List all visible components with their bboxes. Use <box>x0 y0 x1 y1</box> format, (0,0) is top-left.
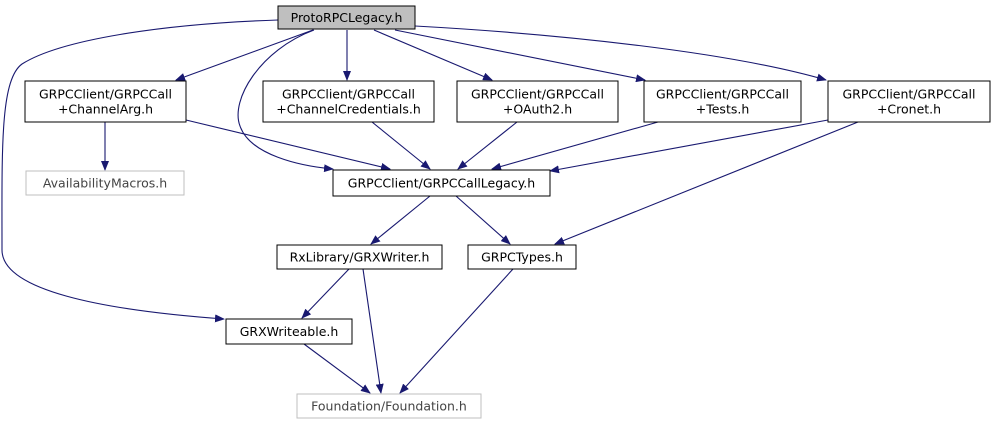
node-label-line: GRPCClient/GRPCCallLegacy.h <box>348 176 535 191</box>
node-grx-writeable[interactable]: GRXWriteable.h <box>225 318 353 345</box>
node-grpc-types[interactable]: GRPCTypes.h <box>467 244 577 270</box>
edge-root-to-cronet <box>414 25 827 82</box>
edge-root-to-oauth2 <box>373 29 493 81</box>
node-grx-writer[interactable]: RxLibrary/GRXWriter.h <box>276 244 443 270</box>
node-box <box>643 80 802 123</box>
node-box <box>296 393 482 419</box>
node-label-line: +ChannelCredentials.h <box>276 102 421 117</box>
node-label-line: GRPCClient/GRPCCall <box>282 87 415 102</box>
edge-cronet-to-grpc-types <box>554 121 859 245</box>
node-box <box>277 5 416 30</box>
edge-root-to-channel-arg <box>175 29 314 81</box>
node-label-line: +OAuth2.h <box>503 102 572 117</box>
nodes-layer: ProtoRPCLegacy.hGRPCClient/GRPCCall+Chan… <box>24 5 991 419</box>
edge-root-to-grx-writeable <box>1 19 279 323</box>
node-availability-macros: AvailabilityMacros.h <box>25 170 185 196</box>
node-label-line: +Tests.h <box>696 102 750 117</box>
node-box <box>262 80 435 123</box>
edge-grpc-types-to-foundation <box>399 268 514 394</box>
node-label-line: AvailabilityMacros.h <box>43 176 167 191</box>
node-label-line: GRPCClient/GRPCCall <box>471 87 604 102</box>
node-channel-credentials[interactable]: GRPCClient/GRPCCall+ChannelCredentials.h <box>262 80 435 123</box>
edge-grx-writer-to-foundation <box>362 268 384 394</box>
edge-cronet-to-call-legacy <box>549 119 829 174</box>
node-label-line: Foundation/Foundation.h <box>311 399 467 414</box>
node-call-legacy[interactable]: GRPCClient/GRPCCallLegacy.h <box>332 169 551 197</box>
edge-channel-credentials-to-call-legacy <box>371 121 431 170</box>
node-foundation: Foundation/Foundation.h <box>296 393 482 419</box>
edge-channel-arg-to-call-legacy <box>185 119 391 171</box>
node-root[interactable]: ProtoRPCLegacy.h <box>277 5 416 30</box>
node-box <box>225 318 353 345</box>
edge-tests-to-call-legacy <box>491 121 659 171</box>
node-box <box>456 80 619 123</box>
edge-oauth2-to-call-legacy <box>457 121 518 170</box>
node-label-line: ProtoRPCLegacy.h <box>291 10 403 25</box>
edge-call-legacy-to-grpc-types <box>455 195 511 245</box>
node-tests[interactable]: GRPCClient/GRPCCall+Tests.h <box>643 80 802 123</box>
node-cronet[interactable]: GRPCClient/GRPCCall+Cronet.h <box>827 80 991 123</box>
node-oauth2[interactable]: GRPCClient/GRPCCall+OAuth2.h <box>456 80 619 123</box>
edge-root-to-tests <box>394 29 646 83</box>
edge-root-to-call-legacy <box>237 29 334 173</box>
node-label-line: +ChannelArg.h <box>58 102 153 117</box>
node-label-line: GRPCTypes.h <box>481 250 563 265</box>
edge-call-legacy-to-grx-writer <box>370 195 431 245</box>
node-box <box>25 170 185 196</box>
node-box <box>827 80 991 123</box>
node-box <box>332 169 551 197</box>
node-box <box>467 244 577 270</box>
edges-layer <box>1 19 859 394</box>
node-channel-arg[interactable]: GRPCClient/GRPCCall+ChannelArg.h <box>24 80 187 123</box>
node-label-line: GRPCClient/GRPCCall <box>842 87 975 102</box>
edge-grx-writer-to-grx-writeable <box>301 268 350 319</box>
node-label-line: GRPCClient/GRPCCall <box>39 87 172 102</box>
edge-grx-writeable-to-foundation <box>303 343 371 394</box>
node-label-line: +Cronet.h <box>877 102 941 117</box>
node-label-line: GRXWriteable.h <box>240 324 339 339</box>
node-box <box>24 80 187 123</box>
node-box <box>276 244 443 270</box>
node-label-line: RxLibrary/GRXWriter.h <box>290 250 430 265</box>
node-label-line: GRPCClient/GRPCCall <box>656 87 789 102</box>
